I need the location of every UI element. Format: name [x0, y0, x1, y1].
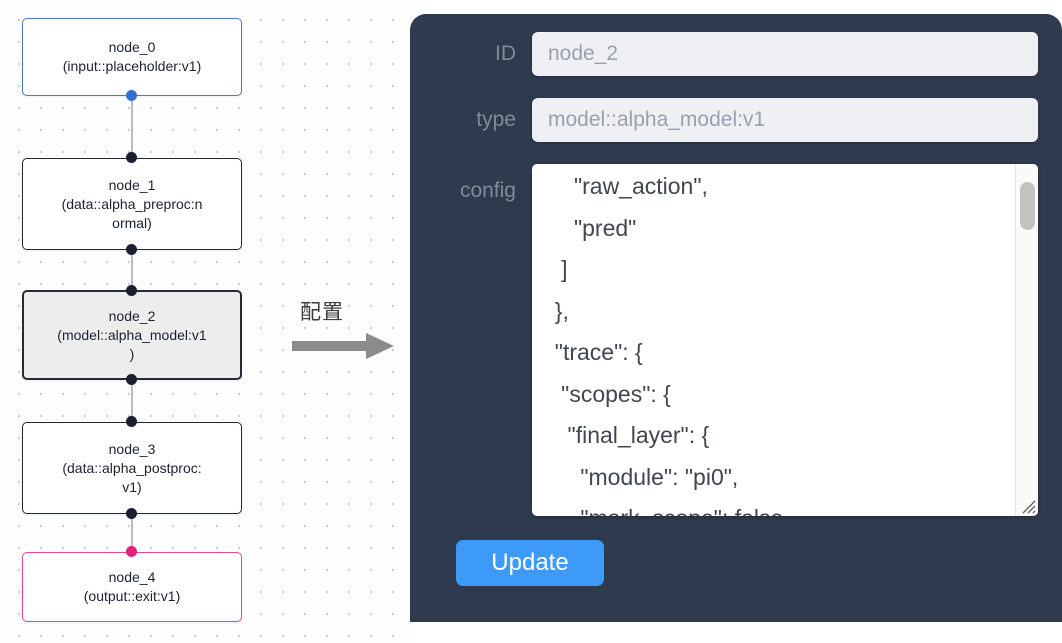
- type-input[interactable]: [532, 98, 1038, 142]
- field-row-config: config "raw_action", "pred" ] }, "trace"…: [434, 164, 1038, 516]
- config-scrollbar-thumb[interactable]: [1020, 182, 1035, 230]
- update-button[interactable]: Update: [456, 540, 604, 586]
- resize-grip-icon[interactable]: [1017, 495, 1037, 515]
- id-input[interactable]: [532, 32, 1038, 76]
- node3-target-handle[interactable]: [126, 416, 137, 427]
- config-label: config: [459, 179, 516, 202]
- node1-target-handle[interactable]: [126, 152, 137, 163]
- field-row-id: ID: [434, 32, 1038, 76]
- edge-node2-node3: [130, 378, 133, 422]
- config-textarea[interactable]: "raw_action", "pred" ] }, "trace": { "sc…: [554, 173, 784, 516]
- node-title: node_1: [108, 176, 156, 193]
- edge-node3-node4: [130, 512, 133, 554]
- node2-source-handle[interactable]: [126, 374, 137, 385]
- right-arrow-icon: [292, 333, 394, 359]
- node0-source-handle[interactable]: [126, 90, 137, 101]
- node-subtitle: (data::alpha_postproc: v1): [62, 459, 202, 495]
- node2-target-handle[interactable]: [126, 285, 137, 296]
- node-title: node_4: [108, 569, 156, 585]
- node-subtitle: (model::alpha_model:v1 ): [57, 326, 207, 362]
- config-textarea-wrapper: "raw_action", "pred" ] }, "trace": { "sc…: [532, 164, 1038, 516]
- config-scrollbar[interactable]: [1015, 164, 1038, 516]
- id-label: ID: [495, 42, 516, 65]
- annotation-arrow-group: 配置: [292, 296, 402, 361]
- graph-node-node_2[interactable]: node_2 (model::alpha_model:v1 ): [22, 290, 242, 380]
- node-subtitle: (input::placeholder:v1): [62, 58, 202, 74]
- field-row-type: type: [434, 98, 1038, 142]
- node1-source-handle[interactable]: [126, 244, 137, 255]
- node-title: node_2: [108, 307, 156, 324]
- node-inspector-panel: ID type config "raw_action", "pred" ] },…: [410, 14, 1062, 622]
- graph-node-node_0[interactable]: node_0 (input::placeholder:v1): [22, 18, 242, 96]
- node-subtitle: (data::alpha_preproc:n ormal): [61, 195, 203, 231]
- graph-node-node_1[interactable]: node_1 (data::alpha_preproc:n ormal): [22, 158, 242, 250]
- node4-target-handle[interactable]: [126, 546, 137, 557]
- graph-node-node_4[interactable]: node_4 (output::exit:v1): [22, 552, 242, 622]
- type-label: type: [476, 108, 516, 131]
- graph-node-node_3[interactable]: node_3 (data::alpha_postproc: v1): [22, 422, 242, 514]
- annotation-label: 配置: [300, 300, 344, 324]
- node-title: node_0: [108, 39, 156, 55]
- node-subtitle: (output::exit:v1): [83, 588, 181, 604]
- edge-node0-node1: [130, 92, 133, 158]
- node-title: node_3: [108, 440, 156, 457]
- node3-source-handle[interactable]: [126, 508, 137, 519]
- edge-node1-node2: [130, 248, 133, 292]
- graph-canvas[interactable]: node_0 (input::placeholder:v1) node_1 (d…: [0, 0, 412, 643]
